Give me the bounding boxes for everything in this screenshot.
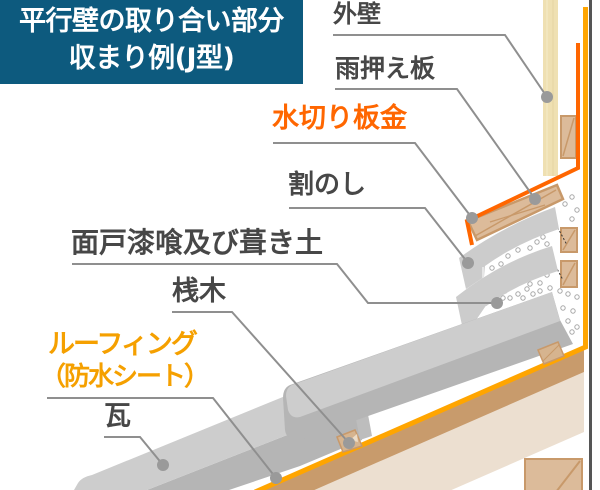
- label-outer-wall: 外壁: [333, 0, 381, 28]
- roof-tile-upper: [283, 292, 573, 440]
- label-roof-tile: 瓦: [104, 401, 131, 432]
- leader-flashing: [273, 142, 473, 219]
- leader-tile: [104, 436, 164, 466]
- label-roofing: ルーフィング: [48, 329, 198, 360]
- wood-block-mortar: [560, 227, 578, 288]
- title-line-1: 平行壁の取り合い部分: [19, 6, 285, 37]
- leader-rain-board: [335, 88, 536, 200]
- wood-block-bottom: [524, 458, 583, 490]
- split-ridge-tiles: [456, 207, 559, 330]
- flashing: [464, 43, 580, 246]
- label-mortar-and-soil: 面戸漆喰及び葺き土: [71, 226, 324, 259]
- leader-outer-wall: [333, 34, 548, 98]
- leader-split-tile: [289, 207, 469, 264]
- batten-upper: [537, 341, 565, 365]
- label-split-tile: 割のし: [288, 170, 367, 200]
- label-roofing-sub: （防水シート）: [40, 362, 210, 392]
- leader-mortar: [72, 263, 497, 304]
- leader-roofing: [47, 397, 277, 479]
- wall-edge-line: [589, 0, 592, 490]
- wood-block-wall: [560, 115, 577, 159]
- roofing-sheet: [253, 7, 588, 490]
- title-box: 平行壁の取り合い部分 収まり例(J型): [0, 0, 303, 84]
- label-rain-board: 雨押え板: [335, 54, 436, 83]
- leader-dots: [157, 91, 553, 484]
- label-batten: 桟木: [172, 276, 226, 307]
- leader-lines: [47, 34, 548, 479]
- title-line-2: 収まり例(J型): [68, 43, 235, 74]
- leader-batten: [172, 311, 350, 444]
- label-flashing: 水切り板金: [272, 103, 407, 134]
- outer-wall: [543, 0, 558, 176]
